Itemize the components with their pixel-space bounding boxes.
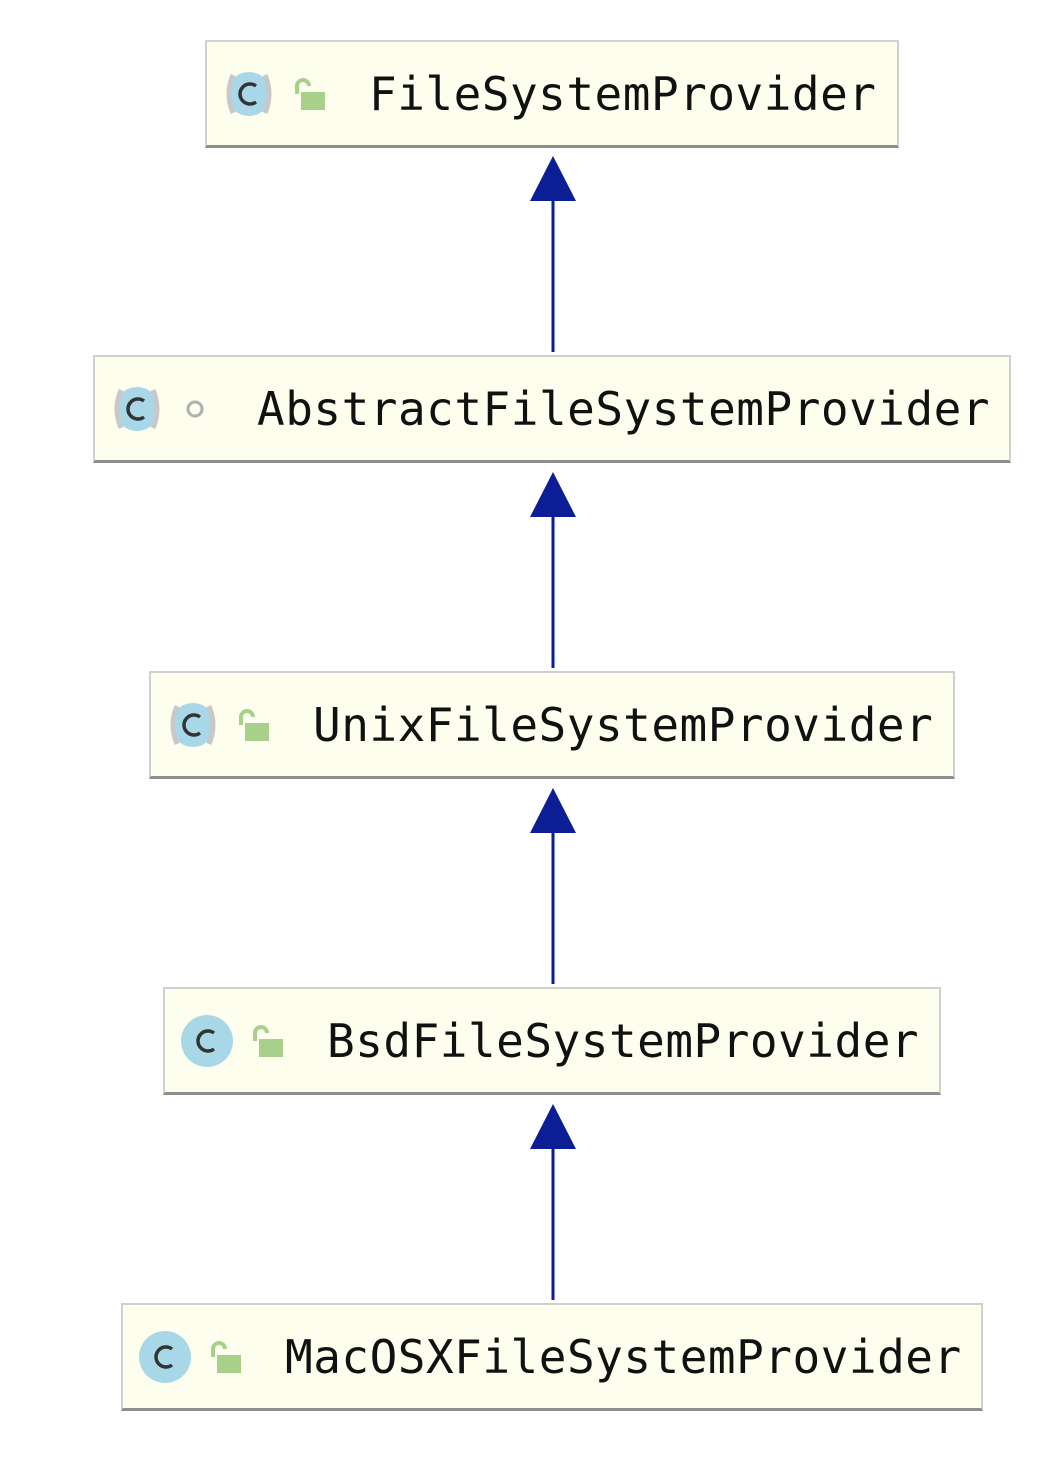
- package-private-circle-icon: [186, 400, 204, 418]
- class-name: FileSystemProvider: [369, 66, 877, 121]
- abstract-class-icon: [226, 72, 272, 116]
- abstract-class-icon: [170, 703, 216, 747]
- class-node-unixfilesystemprovider[interactable]: UnixFileSystemProvider: [149, 671, 955, 779]
- edge-bfsp-to-ufsp: [530, 788, 576, 984]
- public-lock-icon: [211, 1341, 241, 1373]
- class-name: AbstractFileSystemProvider: [257, 381, 991, 436]
- abstract-class-icon: [114, 387, 160, 431]
- class-node-bsdfilesystemprovider[interactable]: BsdFileSystemProvider: [163, 987, 941, 1095]
- class-node-abstractfilesystemprovider[interactable]: AbstractFileSystemProvider: [93, 355, 1011, 463]
- class-icon: [139, 1331, 191, 1383]
- class-name: BsdFileSystemProvider: [327, 1013, 920, 1068]
- class-icon: [181, 1015, 233, 1067]
- public-lock-icon: [239, 709, 269, 741]
- class-node-filesystemprovider[interactable]: FileSystemProvider: [205, 40, 899, 148]
- class-name: UnixFileSystemProvider: [313, 697, 934, 752]
- class-name: MacOSXFileSystemProvider: [285, 1329, 962, 1384]
- public-lock-icon: [295, 78, 325, 110]
- class-node-macosxfilesystemprovider[interactable]: MacOSXFileSystemProvider: [121, 1303, 983, 1411]
- edge-mfsp-to-bfsp: [530, 1104, 576, 1300]
- edge-ufsp-to-afsp: [530, 472, 576, 668]
- public-lock-icon: [253, 1025, 283, 1057]
- edge-afsp-to-fsp: [530, 156, 576, 352]
